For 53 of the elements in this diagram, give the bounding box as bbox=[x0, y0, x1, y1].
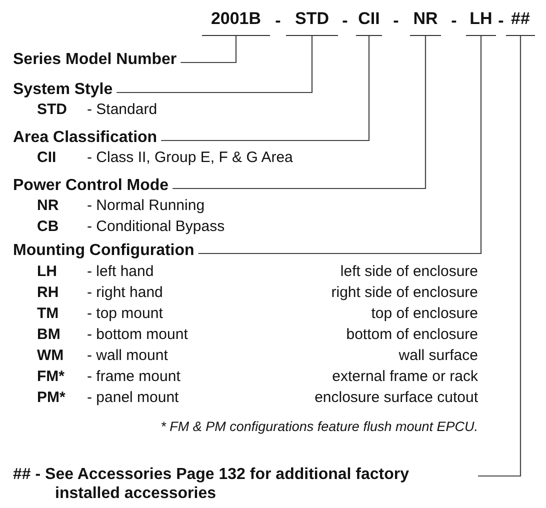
option-description: - Standard bbox=[87, 101, 158, 119]
mounting-location: wall surface bbox=[398, 347, 478, 365]
option-description: - Normal Running bbox=[87, 197, 205, 215]
mounting-location: top of enclosure bbox=[371, 305, 478, 323]
mounting-location: enclosure surface cutout bbox=[314, 389, 478, 407]
leader-line bbox=[478, 36, 522, 477]
option-code: RH bbox=[37, 284, 59, 302]
option-code: BM bbox=[37, 326, 60, 344]
option-code: WM bbox=[37, 347, 64, 365]
separator-dash: - bbox=[498, 12, 504, 30]
separator-dash: - bbox=[451, 12, 457, 30]
section-heading: System Style bbox=[13, 80, 113, 99]
option-description: - bottom mount bbox=[87, 326, 188, 344]
option-code: LH bbox=[37, 263, 57, 281]
footnote: * FM & PM configurations feature flush mount EPCU. bbox=[160, 418, 478, 436]
option-description: - Class II, Group E, F & G Area bbox=[87, 149, 293, 167]
mounting-location: left side of enclosure bbox=[340, 263, 478, 281]
option-description: - panel mount bbox=[87, 389, 179, 407]
leader-line bbox=[116, 36, 313, 94]
section-heading: Power Control Mode bbox=[13, 176, 169, 195]
option-code: TM bbox=[37, 305, 59, 323]
option-code: CB bbox=[37, 218, 59, 236]
separator-dash: - bbox=[393, 12, 399, 30]
code-segment: ## bbox=[506, 4, 535, 36]
code-segment: NR bbox=[410, 4, 441, 36]
accessories-note: ## - See Accessories Page 132 for additional factory installed accessories bbox=[13, 465, 475, 503]
option-description: - left hand bbox=[87, 263, 154, 281]
option-code: FM* bbox=[37, 368, 64, 386]
separator-dash: - bbox=[342, 12, 348, 30]
code-segment: CII bbox=[356, 4, 382, 36]
separator-dash: - bbox=[275, 12, 281, 30]
option-description: - wall mount bbox=[87, 347, 168, 365]
code-segment: LH bbox=[466, 4, 496, 36]
option-code: STD bbox=[37, 101, 67, 119]
option-code: CII bbox=[37, 149, 56, 167]
section-heading: Area Classification bbox=[13, 128, 158, 147]
option-description: - top mount bbox=[87, 305, 163, 323]
mounting-location: external frame or rack bbox=[332, 368, 478, 386]
option-description: - frame mount bbox=[87, 368, 180, 386]
leader-line bbox=[172, 36, 426, 190]
option-description: - right hand bbox=[87, 284, 163, 302]
option-description: - Conditional Bypass bbox=[87, 218, 225, 236]
leader-line bbox=[180, 36, 237, 64]
leader-line bbox=[198, 36, 482, 254]
option-code: NR bbox=[37, 197, 59, 215]
mounting-location: bottom of enclosure bbox=[346, 326, 478, 344]
mounting-location: right side of enclosure bbox=[331, 284, 478, 302]
section-heading: Series Model Number bbox=[13, 50, 177, 69]
code-segment: STD bbox=[286, 4, 338, 36]
code-segment: 2001B bbox=[202, 4, 270, 36]
leader-line bbox=[161, 36, 370, 142]
section-heading: Mounting Configuration bbox=[13, 241, 194, 260]
option-code: PM* bbox=[37, 389, 66, 407]
